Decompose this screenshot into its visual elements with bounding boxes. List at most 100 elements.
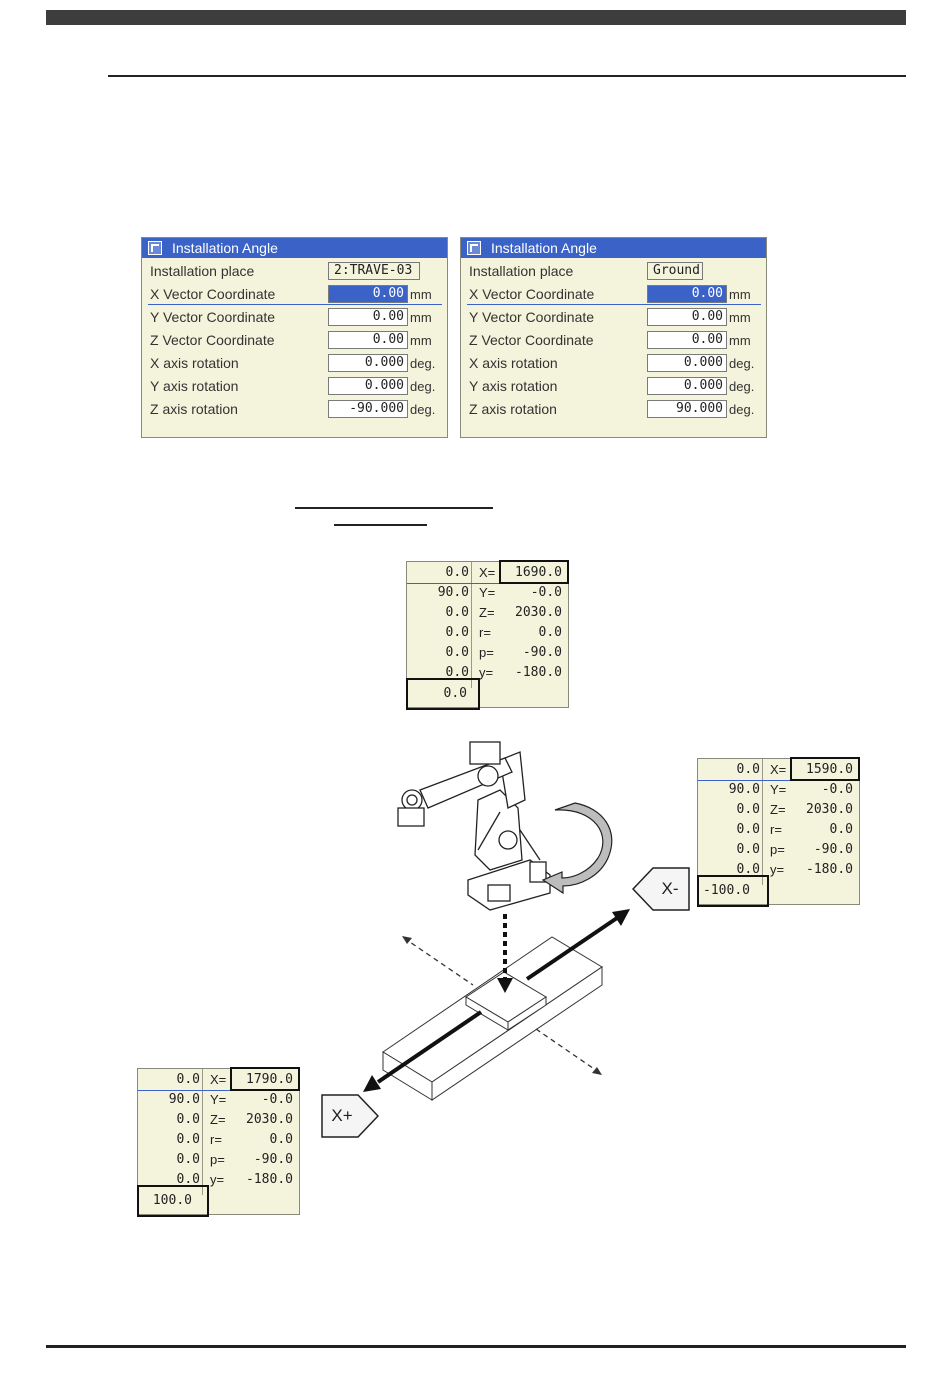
header-bar (46, 10, 906, 25)
underline-mark (295, 507, 493, 509)
axis-label: r= (210, 1132, 222, 1147)
x-plus-button[interactable]: X+ (321, 1094, 379, 1138)
x-rotation-field[interactable]: 0.000 (647, 354, 727, 372)
coordinate-value: -180.0 (806, 862, 853, 877)
selection-line (467, 304, 761, 305)
row-x-rotation: X axis rotation 0.000 deg. (142, 353, 447, 376)
unit-label: mm (729, 310, 751, 325)
pulse-value: 0.0 (445, 605, 469, 620)
coordinate-value: -180.0 (246, 1172, 293, 1187)
axis-label: y= (210, 1172, 225, 1187)
coordinate-value: -90.0 (522, 645, 562, 660)
installation-angle-panel-travel: Installation Angle Installation place 2:… (141, 237, 448, 438)
panel-title: Installation Angle (172, 240, 278, 256)
coordinate-value: -0.0 (261, 1092, 293, 1107)
pulse-value: 90.0 (728, 782, 760, 797)
row-x-vector: X Vector Coordinate 0.00 mm (461, 284, 766, 307)
base-axis-value: 100.0 (152, 1193, 192, 1208)
panel-title: Installation Angle (491, 240, 597, 256)
robot-icon (397, 741, 551, 911)
pulse-value: 0.0 (736, 822, 760, 837)
z-rotation-field[interactable]: -90.000 (328, 400, 408, 418)
axis-label: Y= (210, 1092, 227, 1107)
y-vector-field[interactable]: 0.00 (647, 308, 727, 326)
selection-line (138, 1090, 299, 1091)
x-minus-direction-line (525, 916, 619, 981)
axis-label: r= (479, 625, 491, 640)
y-rotation-field[interactable]: 0.000 (328, 377, 408, 395)
highlight-box-x (790, 757, 860, 781)
row-y-vector: Y Vector Coordinate 0.00 mm (142, 307, 447, 330)
highlight-box-x (230, 1067, 300, 1091)
axis-label: Y= (770, 782, 787, 797)
axis-label: y= (770, 862, 785, 877)
rotation-arrow-icon (541, 802, 613, 895)
unit-label: mm (410, 310, 432, 325)
pulse-value: 0.0 (176, 1152, 200, 1167)
axis-label: p= (770, 842, 785, 857)
axis-label: y= (479, 665, 494, 680)
y-rotation-field[interactable]: 0.000 (647, 377, 727, 395)
pulse-value: 0.0 (736, 762, 760, 777)
x-vector-field[interactable]: 0.00 (328, 285, 408, 303)
unit-label: deg. (729, 379, 755, 394)
coordinate-value: 2030.0 (515, 605, 562, 620)
column-divider (202, 1069, 203, 1195)
button-label: X- (661, 879, 679, 898)
installation-place-field[interactable]: Ground (647, 262, 703, 280)
pulse-value: 0.0 (736, 842, 760, 857)
window-icon (148, 241, 162, 255)
unit-label: mm (729, 333, 751, 348)
field-label: Installation place (469, 263, 574, 279)
dashed-axis-line (403, 937, 474, 986)
coordinate-value: 2030.0 (806, 802, 853, 817)
axis-label: Z= (210, 1112, 226, 1127)
coordinate-value: -0.0 (530, 585, 562, 600)
highlight-box-base (697, 875, 769, 907)
row-y-rotation: Y axis rotation 0.000 deg. (142, 376, 447, 399)
unit-label: deg. (410, 379, 436, 394)
arrowhead-icon (363, 1075, 381, 1092)
x-rotation-field[interactable]: 0.000 (328, 354, 408, 372)
pulse-value: 0.0 (176, 1132, 200, 1147)
installation-place-field[interactable]: 2:TRAVE-03 (328, 262, 420, 280)
z-rotation-field[interactable]: 90.000 (647, 400, 727, 418)
pulse-value: 0.0 (176, 1112, 200, 1127)
field-label: Y Vector Coordinate (150, 309, 276, 325)
pulse-value: 0.0 (445, 625, 469, 640)
pulse-value: 90.0 (437, 585, 469, 600)
axis-label: X= (210, 1072, 227, 1087)
row-y-vector: Y Vector Coordinate 0.00 mm (461, 307, 766, 330)
installation-angle-panel-ground: Installation Angle Installation place Gr… (460, 237, 767, 438)
field-label: Y Vector Coordinate (469, 309, 595, 325)
underline-mark (334, 524, 427, 526)
z-vector-field[interactable]: 0.00 (647, 331, 727, 349)
x-vector-field[interactable]: 0.00 (647, 285, 727, 303)
field-label: Z axis rotation (150, 401, 238, 417)
z-vector-field[interactable]: 0.00 (328, 331, 408, 349)
coordinate-value: 1790.0 (246, 1072, 293, 1087)
unit-label: deg. (729, 356, 755, 371)
field-label: X axis rotation (469, 355, 558, 371)
y-vector-field[interactable]: 0.00 (328, 308, 408, 326)
axis-label: r= (770, 822, 782, 837)
position-row: 90.0 Y= -0.0 (138, 1090, 299, 1110)
dashed-axis-line (535, 1028, 601, 1074)
x-minus-button[interactable]: X- (632, 867, 690, 911)
pulse-value: 90.0 (168, 1092, 200, 1107)
panel-title-bar: Installation Angle (142, 238, 447, 258)
